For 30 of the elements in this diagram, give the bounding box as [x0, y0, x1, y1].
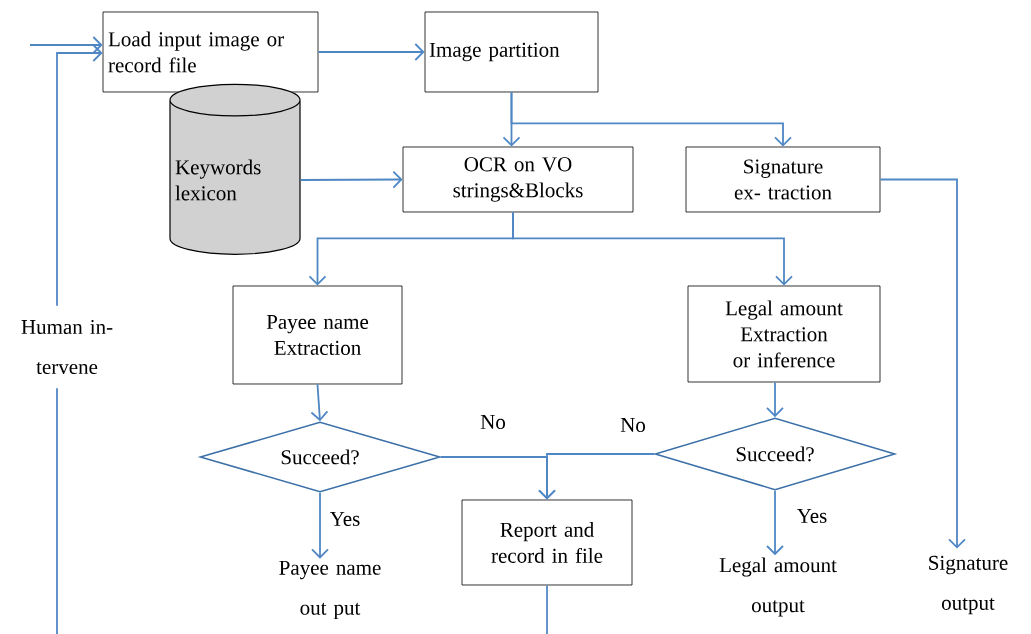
process-box: Legal amount Extraction or inference [687, 285, 881, 383]
edge-label: Yes [795, 508, 829, 524]
process-box: Load input image or record file [102, 11, 319, 93]
arrow [538, 453, 656, 500]
edge-label: No [479, 414, 507, 430]
connector-line [56, 387, 58, 634]
output-text: Payee name out put [279, 560, 381, 620]
arrow [299, 170, 403, 189]
process-box: Payee name Extraction [232, 285, 403, 385]
arrow [879, 178, 966, 549]
connector-line [546, 584, 548, 634]
arrow [317, 43, 425, 61]
edge-label: Yes [328, 511, 362, 527]
arrow [510, 91, 792, 147]
database-cylinder: Keywords lexicon [169, 83, 301, 255]
arrow [29, 36, 103, 54]
process-box: Image partition [424, 11, 599, 93]
arrow [766, 381, 784, 418]
arrow [56, 44, 103, 307]
process-box: OCR on VO strings&Blocks [402, 146, 634, 213]
arrow [766, 489, 784, 556]
output-text: Signature output [929, 555, 1008, 615]
edge-label: No [619, 417, 647, 433]
arrow [512, 211, 793, 286]
arrow [310, 383, 329, 422]
output-text: Legal amount output [719, 557, 837, 617]
arrow [311, 491, 329, 559]
process-box: Report and record in file [461, 499, 633, 586]
output-text: Human in- tervene [21, 319, 113, 375]
process-box: Signature ex- traction [685, 146, 881, 213]
